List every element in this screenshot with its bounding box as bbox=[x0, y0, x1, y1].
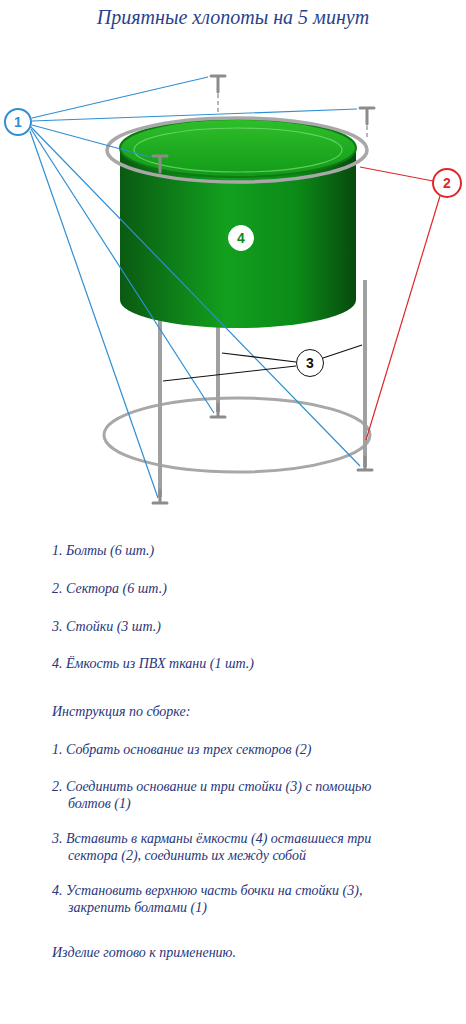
callout-number: 4 bbox=[237, 230, 245, 246]
text-label: 3. Стойки (3 шт.) bbox=[52, 618, 398, 635]
text-label: 1. Болты (6 шт.) bbox=[52, 542, 398, 559]
callout-number: 3 bbox=[306, 355, 314, 371]
text-label: 3. Вставить в карманы ёмкости (4) оставш… bbox=[52, 830, 398, 864]
text-label: 4. Ёмкость из ПВХ ткани (1 шт.) bbox=[52, 655, 398, 672]
callout-circle: 2 bbox=[432, 168, 462, 198]
leader-lines-stands bbox=[163, 345, 362, 381]
top-ring bbox=[107, 118, 367, 182]
leader-lines-bolts bbox=[30, 77, 360, 498]
text-label: Изделие готово к применению. bbox=[52, 944, 398, 961]
bolts bbox=[153, 76, 374, 503]
text-label: 2. Соединить основание и три стойки (3) … bbox=[52, 778, 398, 812]
text-label: 2. Сектора (6 шт.) bbox=[52, 580, 398, 597]
tank-top bbox=[120, 119, 356, 177]
leader-lines-sectors bbox=[360, 167, 440, 440]
title: Приятные хлопоты на 5 минут bbox=[0, 6, 466, 29]
callout-circle: 4 bbox=[228, 225, 254, 251]
text-label: 1. Собрать основание из трех секторов (2… bbox=[52, 741, 398, 758]
callout-number: 2 bbox=[443, 175, 451, 191]
text-label: Инструкция по сборке: bbox=[52, 703, 398, 720]
callout-circle: 3 bbox=[296, 349, 324, 377]
text-label: 4. Установить верхнюю часть бочки на сто… bbox=[52, 882, 398, 916]
callout-circle: 1 bbox=[4, 108, 32, 136]
callout-number: 1 bbox=[14, 114, 22, 130]
